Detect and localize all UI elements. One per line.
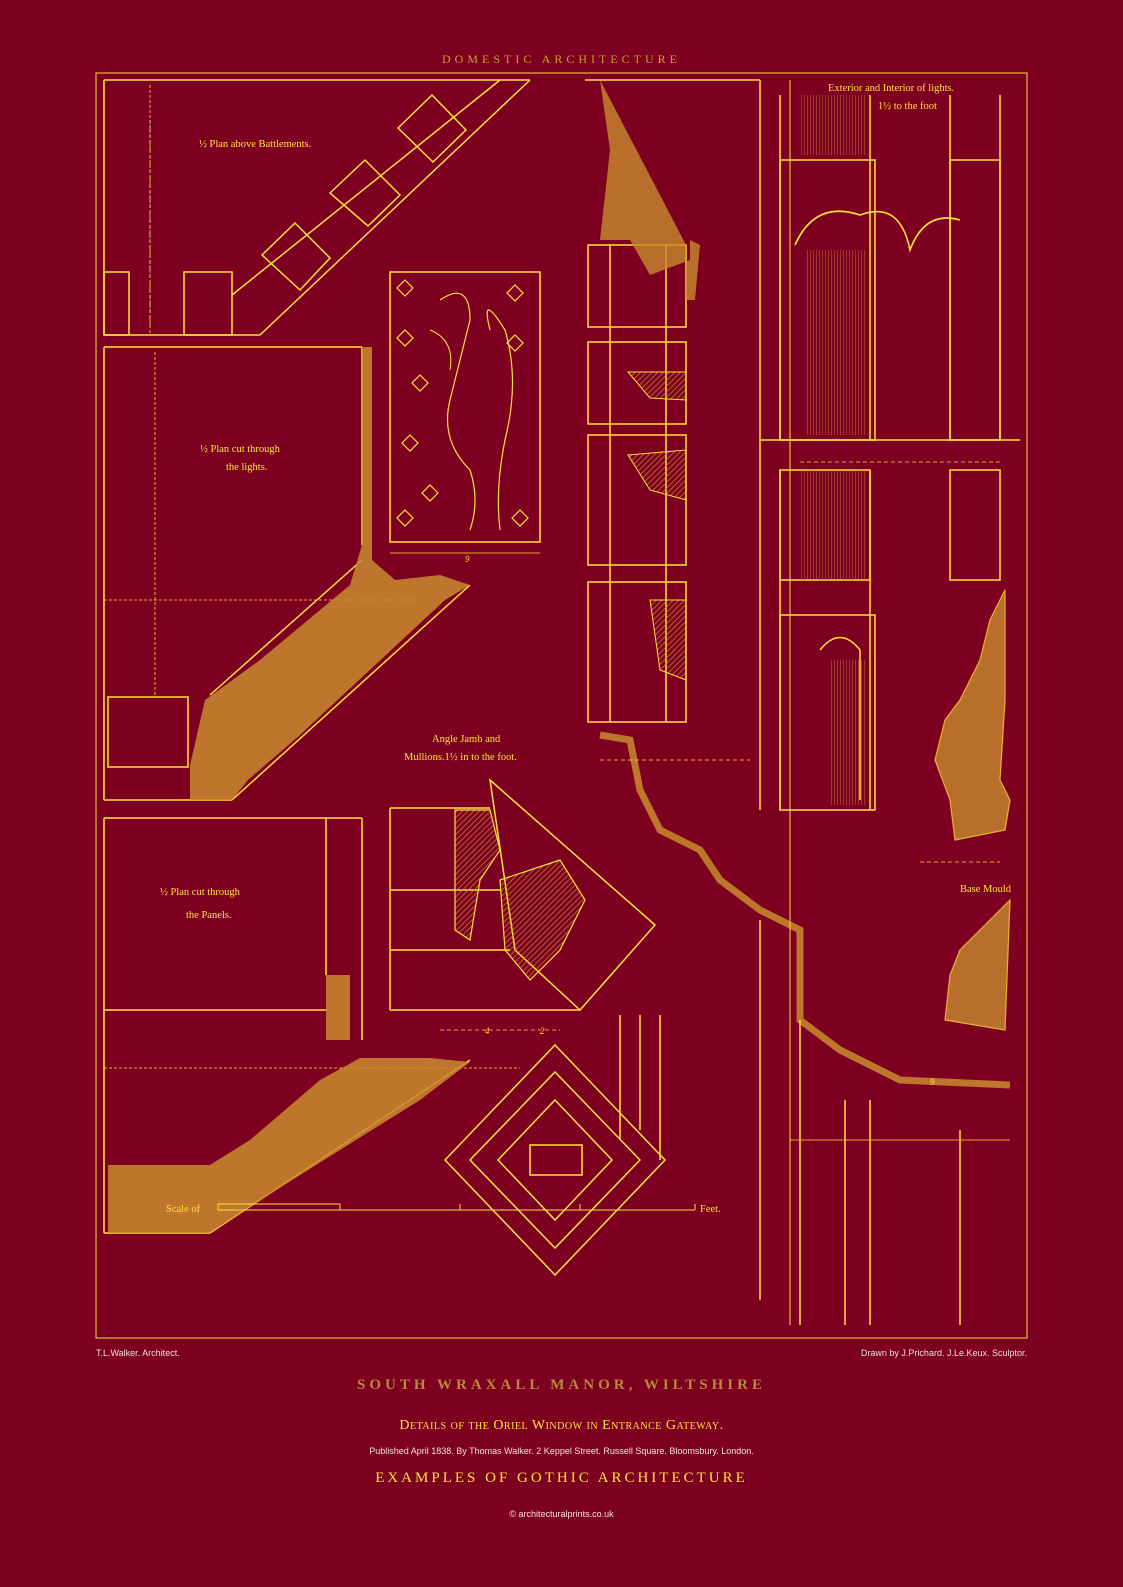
plate-header: DOMESTIC ARCHITECTURE (441, 52, 681, 66)
scale-label: Scale of (166, 1204, 201, 1215)
series-title: EXAMPLES OF GOTHIC ARCHITECTURE (375, 1470, 748, 1486)
panels-plan-section-fill (108, 1058, 470, 1233)
dim-9b: 9 (930, 1077, 935, 1087)
mullion-profile-fill (600, 80, 700, 300)
drawn-by-credit: Drawn by J.Prichard. J.Le.Keux. Sculptor… (860, 1348, 1027, 1358)
label-plan-panels-2: the Panels. (186, 910, 232, 921)
battlements-plan (103, 79, 531, 336)
pinnacle-plan (443, 1015, 667, 1277)
window-glazing-fill-mid (800, 470, 865, 580)
label-plan-lights-2: the lights. (226, 462, 267, 473)
architect-credit: T.L.Walker. Architect. (96, 1348, 180, 1358)
window-elevation (759, 80, 1020, 811)
dimension-lines (149, 120, 1000, 1031)
label-plan-battlements: ½ Plan above Battlements. (199, 139, 311, 150)
publication-line: Published April 1838. By Thomas Walker. … (369, 1446, 754, 1456)
center-base-mould (599, 731, 1011, 1089)
base-mould-profile (934, 589, 1011, 841)
angle-jamb-hatch (454, 809, 586, 981)
window-glazing-fill-top (800, 95, 865, 155)
label-plan-lights-1: ½ Plan cut through (200, 444, 281, 455)
window-glazing-fill-low (830, 660, 865, 805)
label-base-mould: Base Mould (960, 884, 1012, 895)
label-angle-jamb-1: Angle Jamb and (432, 734, 501, 745)
label-exterior-1: Exterior and Interior of lights. (828, 83, 954, 94)
label-plan-panels-1: ½ Plan cut through (160, 887, 241, 898)
panels-plan-corner-fill (326, 975, 350, 1040)
lower-jamb-elevation (759, 80, 1010, 1325)
plate-title: SOUTH WRAXALL MANOR, WILTSHIRE (357, 1377, 766, 1393)
plate-subtitle: Details of the Oriel Window in Entrance … (399, 1418, 724, 1433)
scale-feet-label: Feet. (700, 1204, 721, 1215)
lights-plan-section-fill (190, 347, 470, 800)
label-exterior-2: 1½ to the foot (878, 101, 937, 112)
mullion-section-hatch (626, 371, 687, 681)
label-angle-jamb-2: Mullions.1½ in to the foot. (404, 752, 517, 763)
heraldic-panel (389, 271, 541, 554)
plate-frame (95, 72, 1028, 1339)
dim-2: 2 (540, 1026, 545, 1036)
dim-4: 4 (485, 1026, 490, 1036)
scale-bar (217, 1203, 696, 1211)
copyright-notice: © architecturalprints.co.uk (509, 1509, 614, 1519)
dim-9: 9 (465, 554, 470, 564)
base-mould-profile-lower (944, 898, 1011, 1031)
window-glazing-fill-arch (805, 250, 865, 435)
